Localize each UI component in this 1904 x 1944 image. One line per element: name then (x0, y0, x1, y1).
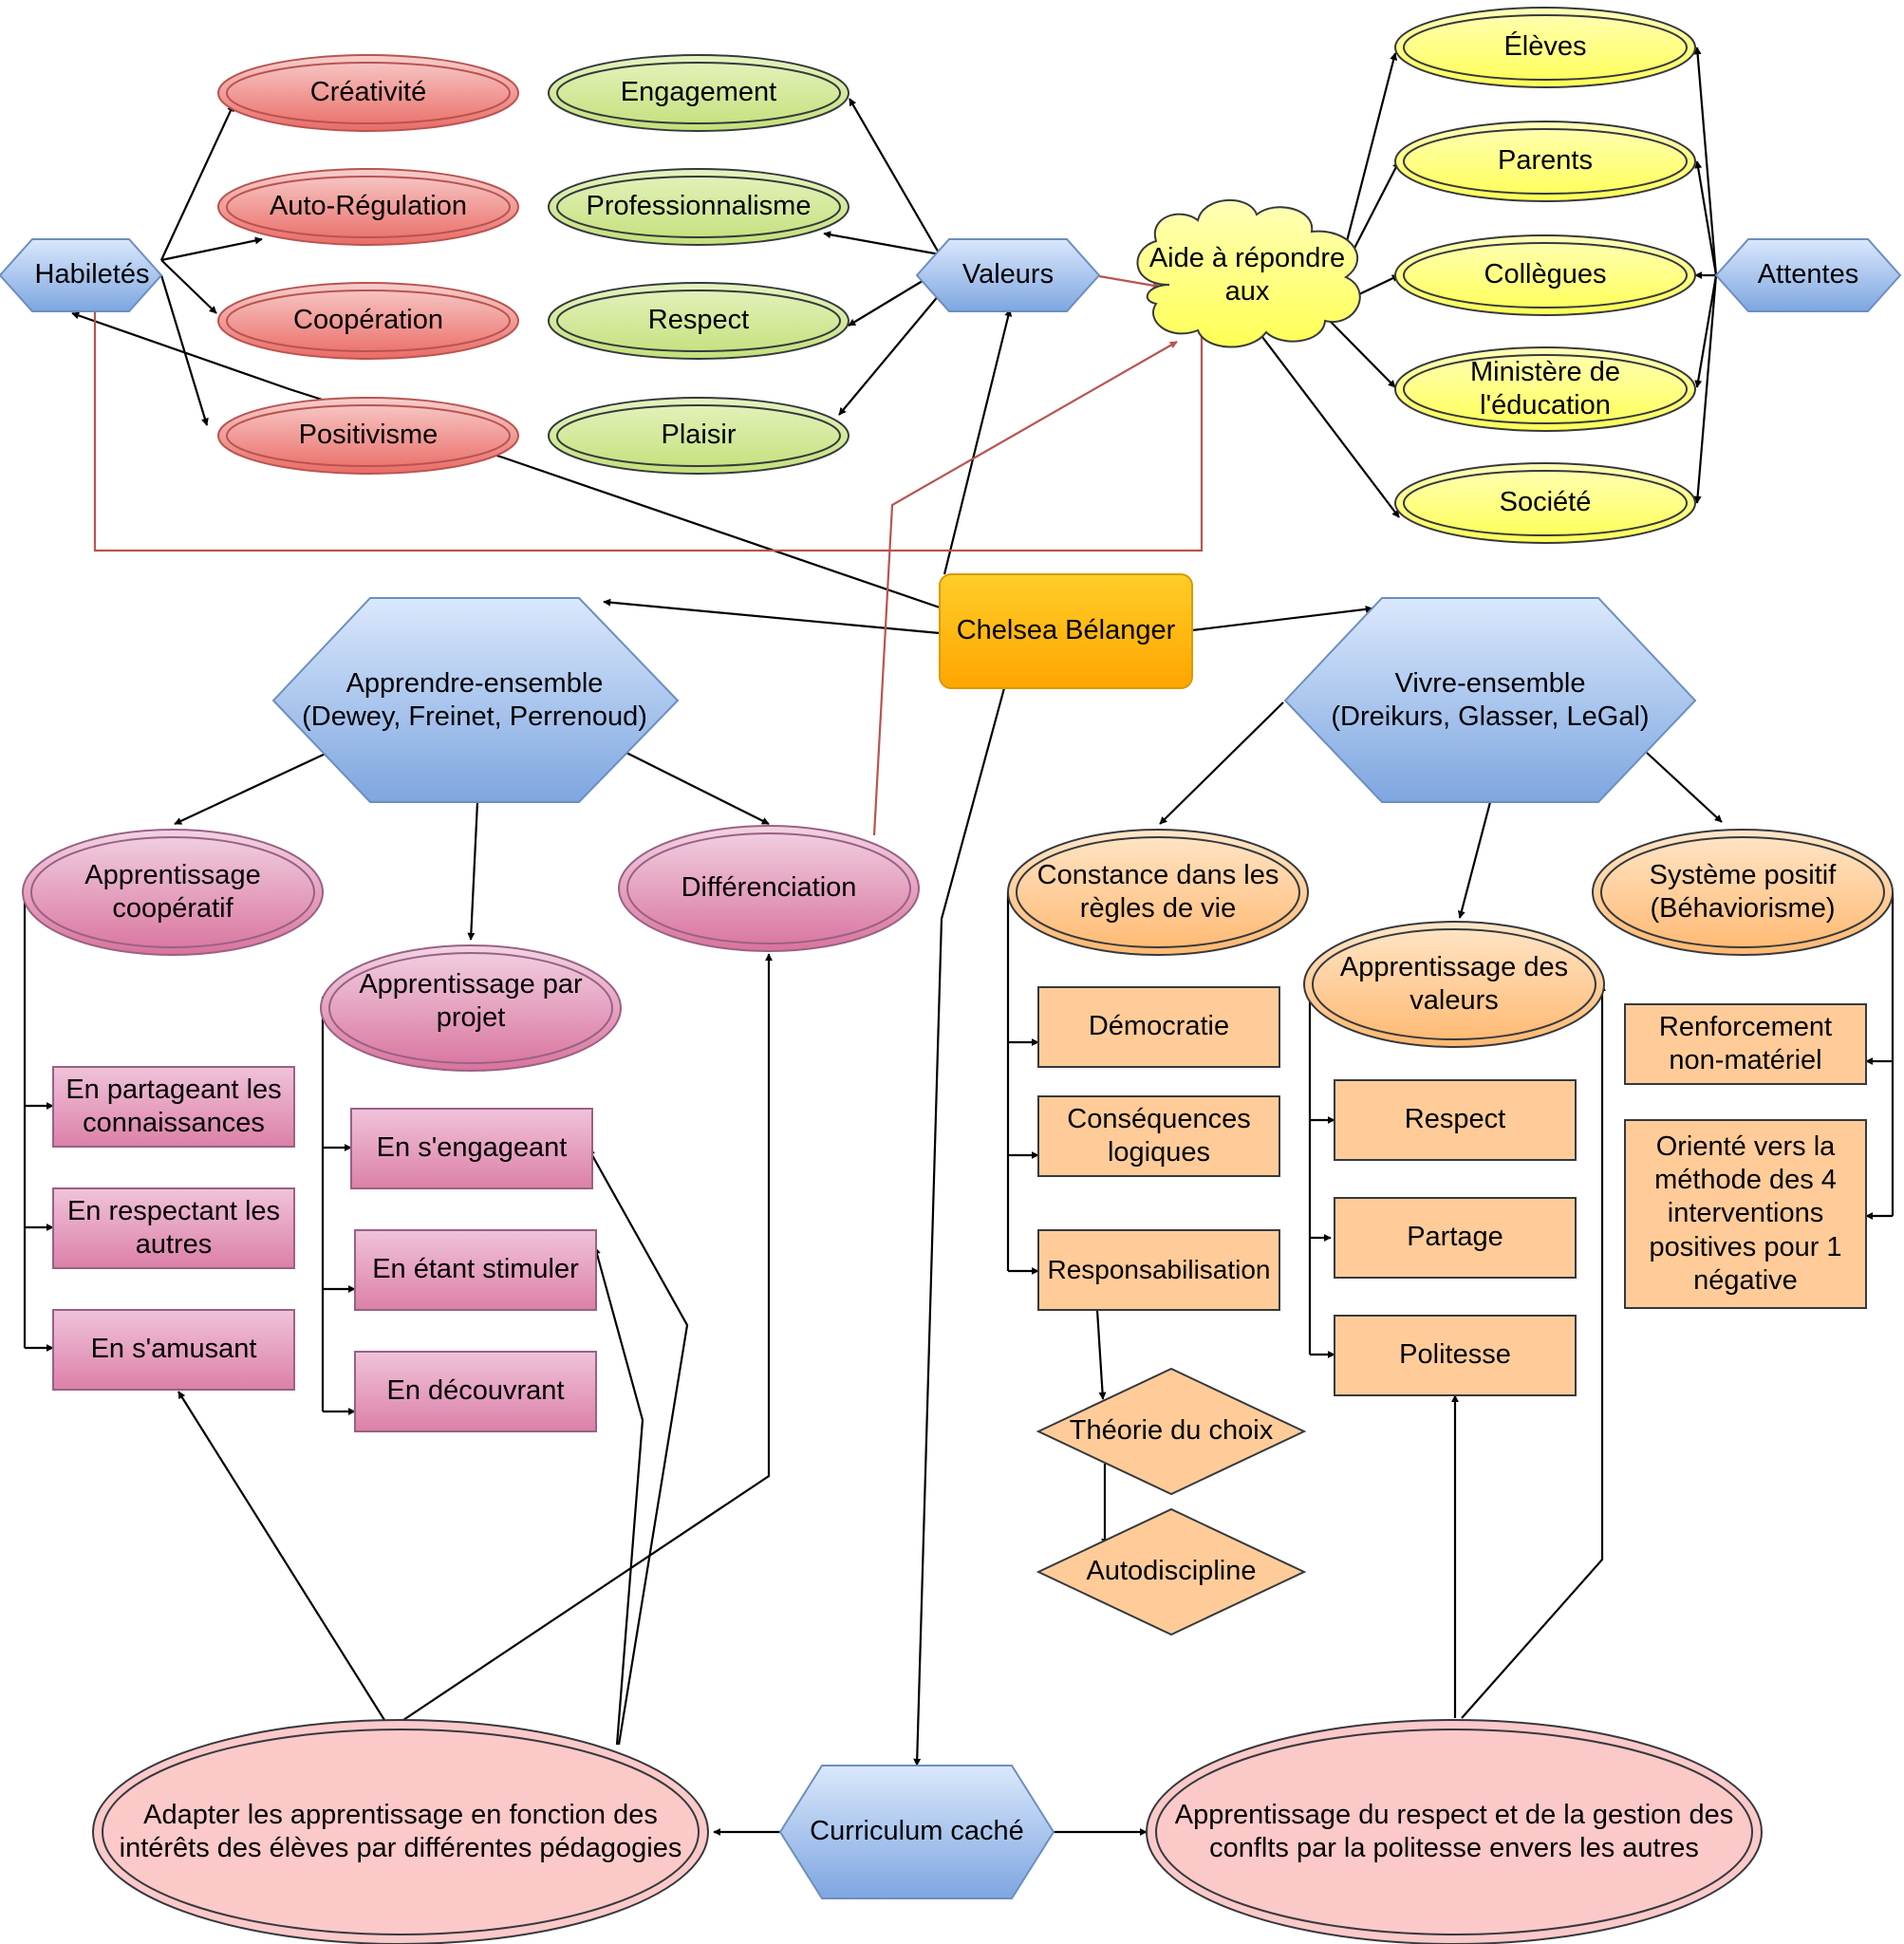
node-systeme (1592, 829, 1894, 956)
node-adapter (92, 1719, 709, 1944)
node-consequences (1037, 1095, 1280, 1177)
edge-valeurs-aide (1098, 274, 1161, 290)
edge-attentes-parents (1694, 160, 1718, 276)
node-app-projet (320, 944, 622, 1072)
node-theorie (1036, 1367, 1307, 1496)
edge-chelsea-curriculum (913, 687, 1006, 1766)
edge-respons-theorie (1095, 1309, 1107, 1400)
node-societe (1394, 462, 1696, 544)
node-oriente (1624, 1119, 1867, 1309)
node-respect-v (548, 282, 849, 360)
node-amusant (52, 1309, 295, 1391)
node-politesse (1334, 1315, 1577, 1396)
edge-habiletes-creativite (160, 103, 234, 261)
node-positivisme (217, 397, 519, 475)
edge-adapter-diff (402, 953, 773, 1721)
node-constance (1007, 829, 1309, 956)
node-aide-cloud (1136, 199, 1361, 348)
node-collegues (1394, 234, 1696, 316)
node-eleves (1394, 7, 1696, 88)
edge-apprendre-coop (174, 752, 328, 825)
edge-attentes-ministere (1694, 274, 1718, 388)
node-ministere (1394, 346, 1696, 432)
edge-vivre-valeurs (1457, 801, 1492, 919)
node-partageant (52, 1066, 295, 1148)
node-chelsea (939, 573, 1193, 689)
edge-adapter-amusant (177, 1391, 385, 1721)
node-stimuler (354, 1229, 597, 1311)
node-curriculum (778, 1765, 1055, 1899)
node-plaisir (548, 397, 849, 475)
node-parents (1394, 121, 1696, 202)
node-habiletes (0, 238, 163, 312)
node-respectant (52, 1187, 295, 1269)
edge-apprendre-diff (625, 752, 770, 825)
node-engageant (350, 1108, 593, 1189)
node-professionnalisme (548, 168, 849, 246)
edge-habiletes-cooperation (160, 259, 217, 314)
edge-attentes-eleves (1693, 47, 1718, 276)
edge-chelsea-valeurs (943, 308, 1013, 575)
node-renforcement (1624, 1003, 1867, 1085)
node-app-respect (1146, 1719, 1763, 1944)
node-attentes (1714, 238, 1902, 312)
node-partage (1334, 1197, 1577, 1279)
edge-aide-eleves (1344, 52, 1398, 246)
edge-valeurs-engagement (849, 98, 941, 255)
edge-vivre-systeme (1646, 752, 1723, 823)
edge-aide-parents (1347, 160, 1400, 262)
edge-app-respect-valeurs (1461, 983, 1606, 1719)
node-app-valeurs (1303, 921, 1605, 1048)
node-responsabilisation (1037, 1229, 1280, 1311)
edge-chelsea-apprendre (603, 598, 941, 635)
edge-aide-ministere (1326, 317, 1396, 388)
node-valeurs (915, 238, 1101, 312)
node-decouvrant (354, 1351, 597, 1432)
edge-apprendre-projet (467, 801, 479, 941)
node-cooperation (217, 282, 519, 360)
connector-lines (23, 47, 1895, 1836)
node-differenciation (618, 825, 920, 952)
node-autoregulation (217, 168, 519, 246)
node-engagement (548, 54, 849, 132)
node-creativite (217, 54, 519, 132)
edge-valeurs-plaisir (838, 293, 941, 416)
node-vivre (1283, 597, 1697, 803)
edge-vivre-constance (1159, 701, 1284, 825)
edge-chelsea-vivre (1191, 605, 1373, 632)
node-democratie (1037, 986, 1280, 1068)
edge-diff-aide (872, 341, 1178, 836)
edge-adapter-stimuler (593, 1246, 644, 1746)
edge-attentes-societe (1693, 274, 1718, 504)
edge-habiletes-aide (93, 309, 1205, 552)
node-apprendre (271, 597, 680, 803)
red-connector-lines (93, 274, 1205, 836)
edge-aide-societe (1261, 336, 1400, 518)
edge-valeurs-professionnalisme (823, 231, 941, 256)
node-respect-r (1334, 1079, 1577, 1161)
node-autodiscipline (1036, 1507, 1307, 1636)
edge-habiletes-positivisme (159, 274, 209, 426)
edge-habiletes-autoregulation (160, 236, 263, 262)
edge-adapter-engageant (588, 1148, 689, 1746)
edge-aide-collegues (1358, 274, 1400, 295)
node-app-coop (22, 829, 324, 956)
